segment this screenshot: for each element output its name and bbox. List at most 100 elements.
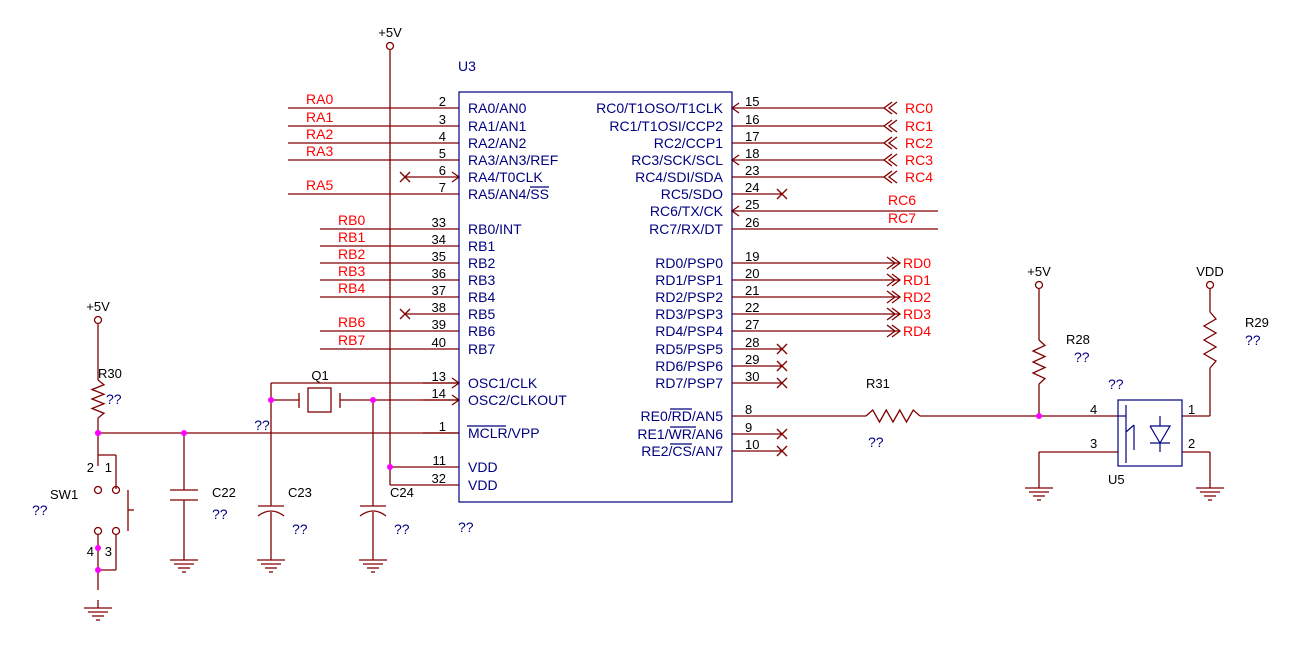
junction-dot [370, 397, 376, 403]
u5-reference: U5 [1108, 472, 1125, 487]
ic-pin-number: 14 [432, 386, 446, 401]
net-label: RA0 [306, 91, 333, 107]
ic-pin-number: 36 [432, 266, 446, 281]
ic-pin-number: 8 [745, 402, 752, 417]
ic-pin-name: VDD [468, 459, 498, 475]
ic-pin-number: 6 [439, 163, 446, 178]
ic-pin-name: RC3/SCK/SCL [631, 152, 723, 168]
net-label: RD0 [903, 255, 931, 271]
net-label: RD1 [903, 272, 931, 288]
r31-value: ?? [868, 434, 884, 450]
sw1-pin-number: 2 [87, 460, 94, 475]
r30-value: ?? [106, 391, 122, 407]
offpage-connector-icon [882, 170, 893, 184]
ic-pin-name: RB7 [468, 341, 495, 357]
ic-pin-number: 39 [432, 317, 446, 332]
c23-value: ?? [292, 521, 308, 537]
ic-pin-name: RB0/INT [468, 221, 522, 237]
ic-pin-name: RA2/AN2 [468, 135, 527, 151]
ic-pin-name: RC0/T1OSO/T1CLK [596, 100, 723, 116]
ic-pin-name: RA5/AN4/SS [468, 186, 549, 202]
ic-pin-number: 34 [432, 232, 446, 247]
junction-dot [95, 430, 101, 436]
junction-dot [181, 430, 187, 436]
net-label: RB7 [338, 332, 365, 348]
ic-pin-name: VDD [468, 477, 498, 493]
ic-pin-number: 4 [439, 129, 446, 144]
ic-pin-number: 3 [439, 112, 446, 127]
no-connect-mark [776, 377, 788, 389]
ic-pin-name: RC2/CCP1 [654, 135, 723, 151]
c22-value: ?? [212, 506, 228, 522]
ic-pin-name: RC4/SDI/SDA [635, 169, 724, 185]
r29-reference: R29 [1245, 315, 1269, 330]
net-label: RA2 [306, 126, 333, 142]
r30-reference: R30 [98, 366, 122, 381]
net-label: RA5 [306, 177, 333, 193]
ic-pin-name: OSC2/CLKOUT [468, 392, 567, 408]
resistor-icon [1202, 311, 1218, 369]
c24-value: ?? [394, 521, 410, 537]
net-label: RC6 [888, 192, 916, 208]
ic-pin-name: MCLR/VPP [468, 425, 540, 441]
switch-contact-icon [111, 485, 121, 495]
net-label: RC0 [905, 100, 933, 116]
no-connect-mark [776, 360, 788, 372]
net-label: RC7 [888, 210, 916, 226]
ic-pin-name: RB6 [468, 323, 495, 339]
ic-pin-name: RC5/SDO [661, 186, 723, 202]
power-port-icon [1034, 280, 1044, 290]
ic-pin-name: RD2/PSP2 [655, 289, 723, 305]
ic-pin-name: RD0/PSP0 [655, 255, 723, 271]
junction-dot [95, 567, 101, 573]
ic-pin-number: 26 [745, 215, 759, 230]
offpage-connector-icon [882, 136, 893, 150]
net-label: RB1 [338, 229, 365, 245]
sw1-pin-number: 4 [87, 544, 94, 559]
ic-pin-number: 11 [433, 453, 447, 468]
ic-pin-name: RB1 [468, 238, 495, 254]
net-label: RB0 [338, 212, 365, 228]
ic-pin-name: RD6/PSP6 [655, 358, 723, 374]
q1-reference: Q1 [311, 368, 328, 383]
power-port-icon [93, 315, 103, 325]
no-connect-mark [776, 428, 788, 440]
wires [84, 50, 1224, 621]
net-label: RB3 [338, 263, 365, 279]
offpage-connector-icon [887, 153, 898, 167]
c22-reference: C22 [212, 485, 236, 500]
ic-pin-number: 15 [745, 94, 759, 109]
ic-pin-number: 38 [432, 300, 446, 315]
component-bodies [90, 41, 1218, 573]
optocoupler-body [1117, 399, 1183, 467]
ic-pin-name: RB2 [468, 255, 495, 271]
sw1-pin-number: 1 [105, 460, 112, 475]
ic-pin-name: OSC1/CLK [468, 375, 538, 391]
junction-dot [95, 545, 101, 551]
offpage-connector-icon [882, 153, 893, 167]
diode-icon [1149, 425, 1172, 445]
ic-pin-name: RE2/CS/AN7 [641, 443, 723, 459]
ic-pin-name: RB3 [468, 272, 495, 288]
offpage-connector-icon [882, 101, 893, 115]
net-label: RD3 [903, 306, 931, 322]
ic-value: ?? [458, 519, 474, 535]
power-label: +5V [1027, 264, 1051, 279]
switch-contact-icon [111, 526, 121, 536]
capacitor-icon [257, 510, 285, 517]
resistor-icon [90, 379, 106, 419]
ic-reference: U3 [458, 58, 476, 74]
offpage-connector-icon [887, 101, 898, 115]
q1-value: ?? [254, 417, 270, 433]
ic-pin-name: RB4 [468, 289, 495, 305]
ic-pin-number: 20 [745, 266, 759, 281]
r28-reference: R28 [1066, 332, 1090, 347]
offpage-connector-icon [882, 119, 893, 133]
junction-dot [268, 397, 274, 403]
labels: U3??RA0/AN02RA1/AN13RA2/AN24RA3/AN3/REF5… [32, 25, 1269, 559]
ic-pin-name: RA4/T0CLK [468, 169, 543, 185]
ic-pin-number: 2 [439, 94, 446, 109]
junction-dot [1036, 413, 1042, 419]
ic-pin-number: 32 [432, 471, 446, 486]
ic-pin-number: 27 [745, 317, 759, 332]
